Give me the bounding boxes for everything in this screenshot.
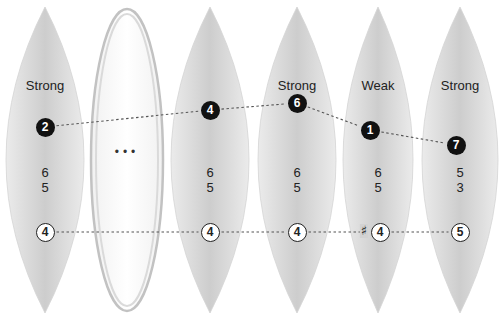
degree-number: 4: [207, 226, 214, 238]
beat-label: Weak: [362, 78, 395, 93]
scale-degree-circle: 4: [36, 223, 55, 242]
figured-bass: 6 5: [293, 165, 300, 195]
ellipse-shape: [258, 7, 336, 313]
figured-bass: 6 5: [41, 165, 48, 195]
beat-ellipse: 6 5 4 4: [171, 7, 249, 313]
ellipse-shape: [6, 7, 84, 313]
beat-ellipse: Strong 5 3 7 5: [422, 7, 498, 313]
voice-line: [56, 111, 198, 126]
voice-line: [222, 231, 286, 232]
scale-degree-circle: 4: [201, 223, 220, 242]
voice-line: [392, 231, 449, 232]
degree-number: 1: [367, 124, 374, 136]
scale-degree-circle: 4: [201, 101, 220, 120]
figured-bass: 6 5: [206, 165, 213, 195]
ellipse-shape: [171, 7, 249, 313]
scale-degree-circle: 1: [361, 121, 380, 140]
ring-outline: [89, 7, 165, 313]
beat-ellipse: Strong 6 5 2 4: [6, 7, 84, 313]
accidental: ♯: [360, 224, 368, 238]
voice-line: [221, 104, 285, 109]
voice-line: [308, 107, 359, 126]
degree-number: 4: [294, 226, 301, 238]
degree-number: 4: [207, 104, 214, 116]
scale-degree-circle: 6: [288, 94, 307, 113]
beat-ellipse: Strong 6 5 6 4: [258, 7, 336, 313]
degree-number: 7: [453, 139, 460, 151]
scale-degree-circle: 4: [288, 223, 307, 242]
figured-bass: 6 5: [374, 165, 381, 195]
scale-degree-circle: 4: [371, 223, 390, 242]
ellipse-shape: [343, 7, 413, 313]
scale-degree-circle: 7: [447, 136, 466, 155]
scale-degree-circle: 5: [451, 223, 470, 242]
scale-degree-circle: 2: [36, 118, 55, 137]
ellipsis-ring: •••: [89, 7, 165, 313]
beat-ellipse: Weak 6 5 1 4: [343, 7, 413, 313]
beat-label: Strong: [278, 78, 316, 93]
figured-bass: 5 3: [456, 165, 463, 195]
voice-line: [57, 231, 199, 232]
voice-line: [309, 231, 369, 232]
degree-number: 5: [457, 226, 464, 238]
degree-number: 4: [42, 226, 49, 238]
beat-label: Strong: [26, 78, 64, 93]
ellipse-shape: [422, 7, 498, 313]
degree-number: 2: [42, 121, 49, 133]
beat-label: Strong: [441, 78, 479, 93]
degree-number: 6: [294, 97, 301, 109]
ellipsis-dots: •••: [115, 145, 140, 160]
degree-number: 4: [377, 226, 384, 238]
voice-line: [381, 132, 444, 143]
